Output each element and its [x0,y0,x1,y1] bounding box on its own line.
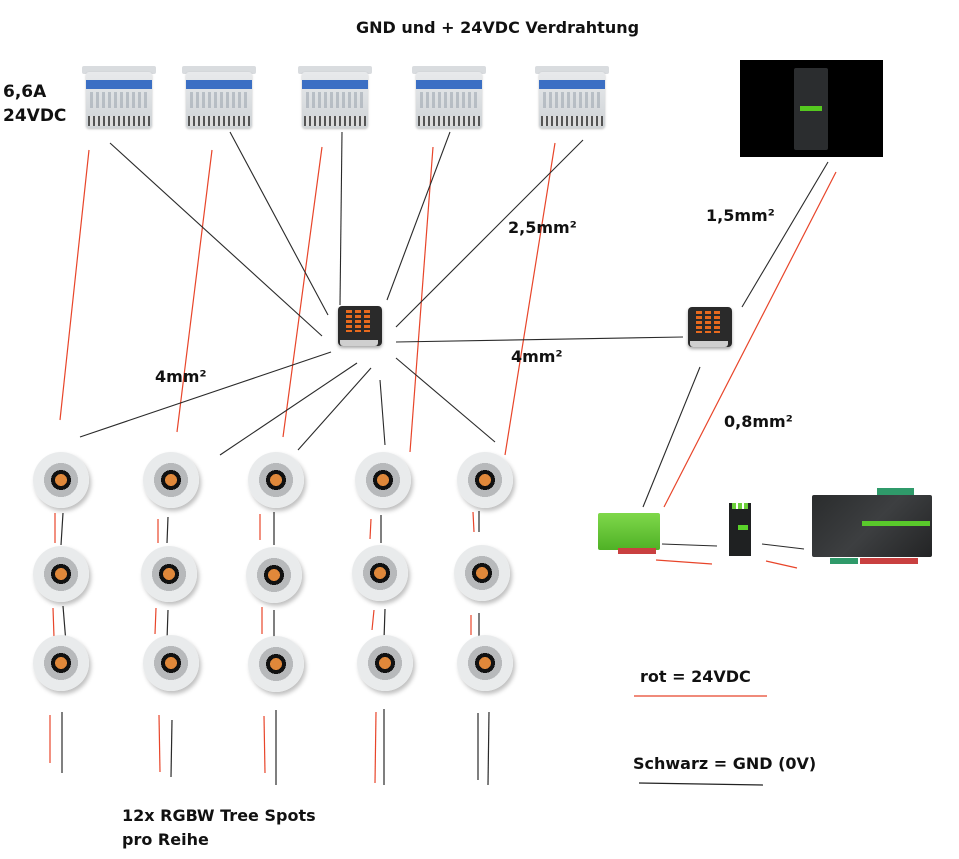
led-dimmer-icon [82,66,156,134]
red-wire [663,171,837,508]
spot-light-icon [352,545,408,601]
spot-light-icon [33,452,89,508]
black-wire [379,379,386,446]
legend-black-line [638,782,764,786]
spot-light-icon [454,545,510,601]
red-wire [655,559,713,565]
spot-light-icon [248,452,304,508]
miniserver-icon [812,488,932,564]
spot-light-icon [33,546,89,602]
black-wires [79,131,829,550]
black-wire [386,131,451,301]
black-wire [79,351,332,438]
black-wire [395,357,496,443]
black-wire [642,366,701,508]
black-wire [339,131,343,306]
red-wire [504,142,556,456]
spot-light-icon [141,546,197,602]
junction-terminal-icon [338,306,382,346]
led-dimmer-icon [412,66,486,134]
black-wire [109,142,323,337]
spot-light-icon [33,635,89,691]
legend-red-text: rot = 24VDC [640,667,751,686]
miniserver-go-icon [598,513,660,554]
spot-chain-wires [49,511,490,786]
junction-terminal-icon [688,307,732,347]
spot-light-icon [246,547,302,603]
black-wire [761,543,805,550]
wire-size-label: 4mm² [511,347,563,366]
power-supply-icon [740,60,883,157]
black-wire [229,131,329,316]
spot-light-icon [355,452,411,508]
spots-caption-line2: pro Reihe [122,830,209,849]
legend-black-text: Schwarz = GND (0V) [633,754,817,773]
red-wire [59,149,90,421]
black-wire [741,161,829,308]
black-wire [297,367,372,451]
spot-light-icon [357,635,413,691]
spot-light-icon [143,452,199,508]
black-wire [661,543,718,547]
spot-light-icon [248,636,304,692]
red-wire [282,146,323,438]
red-wire [765,560,798,569]
spots-caption-line1: 12x RGBW Tree Spots [122,806,316,825]
led-dimmer-icon [535,66,609,134]
wire-size-label: 0,8mm² [724,412,793,431]
dimmer-rating-current: 6,6A [3,82,47,102]
spot-light-icon [457,452,513,508]
red-wires [59,142,837,569]
black-wire [395,336,684,343]
spot-light-icon [143,635,199,691]
wire-size-label: 2,5mm² [508,218,577,237]
extension-module-icon [729,503,751,556]
black-wire [219,362,358,456]
red-wire [176,149,213,433]
wire-size-label: 1,5mm² [706,206,775,225]
wire-size-label: 4mm² [155,367,207,386]
black-wire [395,139,584,328]
spot-light-icon [457,635,513,691]
red-wire [409,146,434,453]
dimmer-rating-voltage: 24VDC [3,106,67,126]
diagram-title: GND und + 24VDC Verdrahtung [356,18,640,37]
led-dimmer-icon [298,66,372,134]
led-dimmer-icon [182,66,256,134]
